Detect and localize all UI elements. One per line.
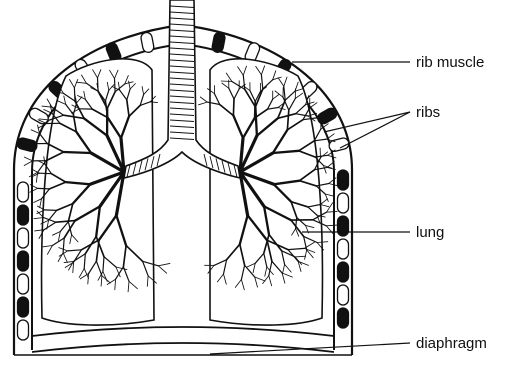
bronchiole	[321, 152, 328, 158]
bronchiole	[31, 130, 39, 134]
bronchiole	[233, 99, 234, 116]
bronchiole	[40, 134, 48, 144]
bronchiole	[327, 211, 338, 212]
bronchiole	[158, 263, 170, 265]
label-diaphragm: diaphragm	[416, 335, 487, 352]
bronchiole	[320, 205, 328, 207]
label-lung: lung	[416, 224, 444, 241]
bronchiole	[115, 79, 116, 92]
rib-segment	[18, 274, 29, 294]
rib-segment	[338, 193, 349, 213]
right-lung	[210, 59, 322, 325]
rib-muscle-segment	[18, 205, 29, 225]
bronchiole	[47, 99, 52, 107]
diaphragm-upper	[32, 327, 334, 336]
label-ribs: ribs	[416, 104, 440, 121]
bronchiole	[45, 210, 57, 211]
bronchiole	[40, 199, 42, 208]
bronchiole	[199, 102, 208, 105]
left-lung	[42, 59, 154, 325]
rib-segment	[18, 182, 29, 202]
rib-segment	[18, 228, 29, 248]
rib-segment	[338, 285, 349, 305]
leader-ribs-2	[340, 112, 410, 148]
bronchiole	[314, 139, 327, 141]
rib-muscle-segment	[338, 262, 349, 282]
rib-muscle-segment	[18, 297, 29, 317]
rib-muscle-segment	[338, 308, 349, 328]
rib-muscle-segment	[338, 216, 349, 236]
label-rib-muscle: rib muscle	[416, 54, 484, 71]
rib-segment	[338, 239, 349, 259]
bronchiole	[325, 194, 333, 196]
bronchiole	[40, 173, 52, 174]
bronchiole	[38, 188, 50, 189]
bronchiole	[64, 152, 91, 153]
bronchiole	[30, 188, 38, 192]
bronchiole	[24, 157, 32, 161]
bronchiole	[221, 81, 232, 82]
rib-segment	[140, 32, 155, 54]
bronchiole	[314, 129, 321, 141]
diaphragm-lower	[32, 343, 334, 352]
bronchiole	[255, 102, 256, 119]
rib-muscle-segment	[316, 106, 339, 125]
bronchiole	[38, 125, 40, 133]
rib-muscle-segment	[16, 137, 38, 153]
rib-muscle-segment	[338, 170, 349, 190]
rib-muscle-segment	[18, 251, 29, 271]
rib-muscle-segment	[211, 32, 226, 54]
bronchiole	[158, 266, 166, 273]
bronchiole	[327, 203, 333, 213]
bronchiole	[200, 97, 207, 102]
bronchiole	[34, 199, 42, 203]
rib-segment	[18, 320, 29, 340]
bronchiole	[320, 199, 327, 205]
bronchiole	[326, 225, 337, 226]
